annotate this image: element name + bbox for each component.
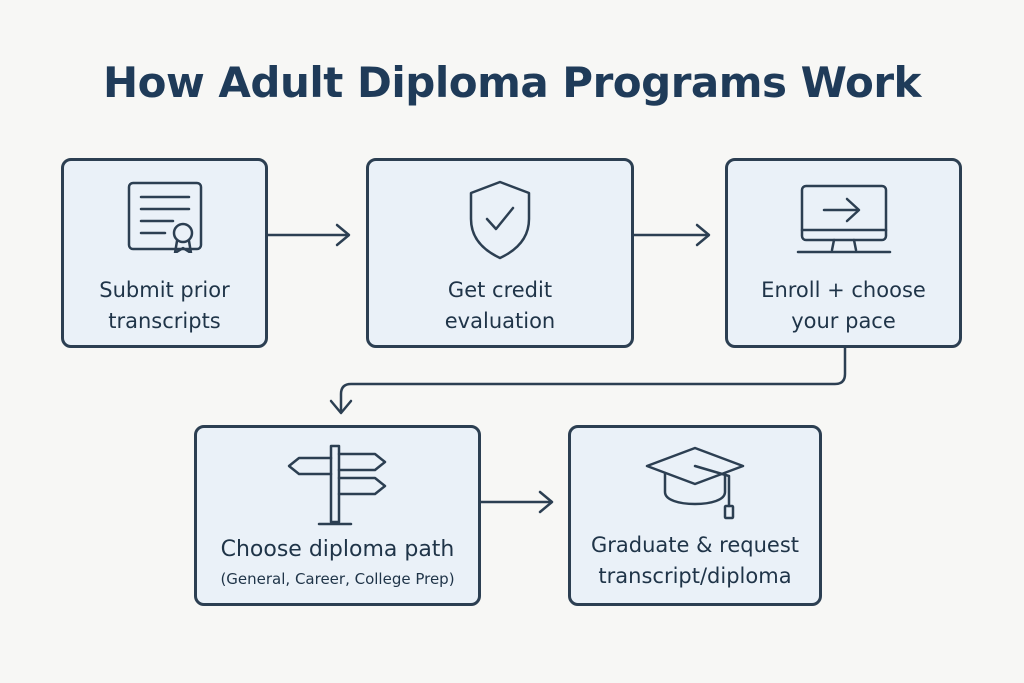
step-label-line: transcript/diploma xyxy=(598,564,792,588)
certificate-icon xyxy=(127,181,202,253)
step-label-sub: (General, Career, College Prep) xyxy=(220,570,455,588)
shield-check-icon xyxy=(469,180,531,260)
monitor-arrow-icon xyxy=(796,184,891,254)
step-label-line: Get credit xyxy=(447,278,553,302)
step-label-line: your pace xyxy=(791,309,896,333)
step-graduate-request: Graduate & request transcript/diploma xyxy=(568,425,822,606)
step-choose-diploma-path: Choose diploma path (General, Career, Co… xyxy=(194,425,481,606)
signpost-icon xyxy=(287,444,386,526)
step-submit-transcripts: Submit prior transcripts xyxy=(61,158,268,348)
arrow-step3-to-step4 xyxy=(329,346,847,415)
step-label-line: Graduate & request xyxy=(591,533,799,557)
diagram-title: How Adult Diploma Programs Work xyxy=(103,58,921,107)
arrow-step2-to-step3 xyxy=(632,223,711,247)
step-label-line: Submit prior xyxy=(99,278,230,302)
graduation-cap-icon xyxy=(645,446,745,520)
step-enroll-choose-pace: Enroll + choose your pace xyxy=(725,158,962,348)
step-credit-evaluation: Get credit evaluation xyxy=(366,158,634,348)
arrow-step1-to-step2 xyxy=(266,223,351,247)
step-label-line: evaluation xyxy=(444,309,556,333)
arrow-step4-to-step5 xyxy=(479,490,554,514)
step-label-line: Choose diploma path xyxy=(220,537,455,562)
step-label-line: transcripts xyxy=(108,309,221,333)
step-label-line: Enroll + choose xyxy=(761,278,926,302)
